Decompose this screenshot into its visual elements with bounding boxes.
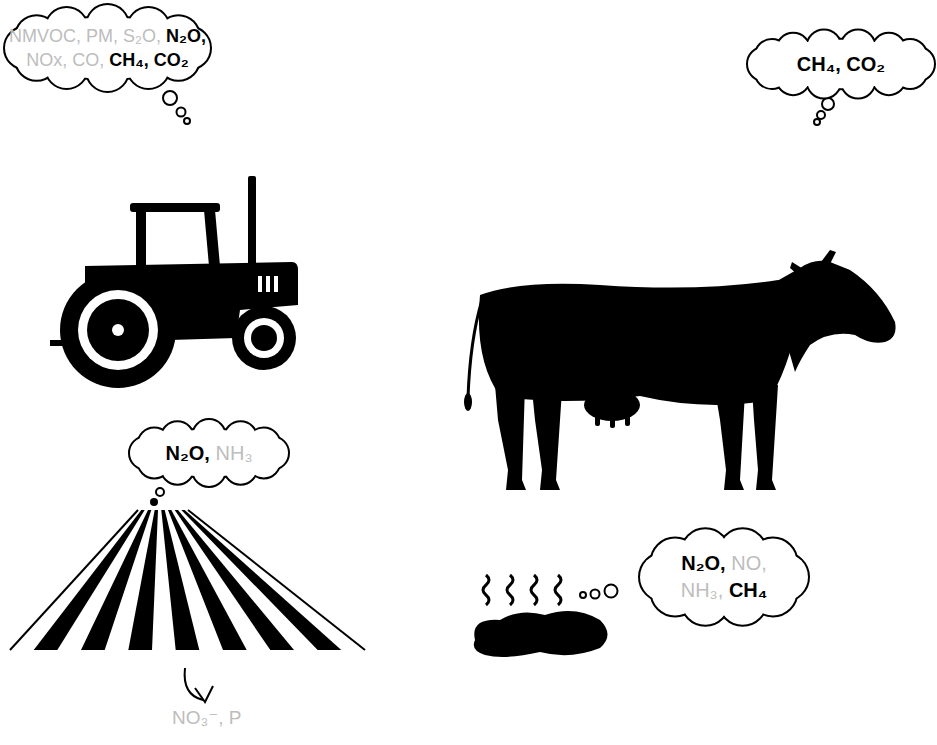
text-line: CH₄,CO₂ bbox=[797, 51, 885, 78]
text-line: NOx,CO,CH₄,CO₂ bbox=[26, 48, 189, 72]
emission-label: N₂O, bbox=[166, 24, 206, 48]
text-line: N₂O, NH₃ bbox=[165, 440, 252, 467]
emission-label: S₂O, bbox=[123, 24, 161, 48]
emission-label: CO₂ bbox=[154, 48, 189, 72]
emission-label: NO, bbox=[731, 550, 767, 577]
thought-bubbles bbox=[163, 91, 190, 124]
cloud-outline bbox=[748, 30, 934, 98]
thought-cloud: NMVOC,PM,S₂O,N₂O,NOx,CO,CH₄,CO₂ bbox=[5, 5, 210, 91]
emission-label: CO₂ bbox=[846, 51, 885, 78]
cow-icon bbox=[464, 250, 896, 490]
emission-label: N₂O, bbox=[165, 440, 209, 467]
tractor-icon bbox=[50, 176, 298, 388]
thought-cloud: CH₄,CO₂ bbox=[748, 30, 934, 98]
thought-cloud: N₂O, NH₃ bbox=[130, 420, 288, 486]
field-rows bbox=[10, 510, 365, 650]
thought-bubbles bbox=[150, 488, 164, 506]
emission-label: PM, bbox=[86, 24, 118, 48]
thought-bubbles bbox=[814, 98, 834, 125]
emission-label: CH₄ bbox=[729, 577, 767, 604]
emission-label: CO, bbox=[72, 48, 104, 72]
leaching-arrow bbox=[185, 668, 213, 702]
emission-label: NH₃ bbox=[216, 440, 253, 467]
emission-label: NMVOC, bbox=[9, 24, 81, 48]
emission-label: NH₃, bbox=[681, 577, 724, 604]
emission-label: CH₄, bbox=[797, 51, 841, 78]
emission-label: NOx, bbox=[26, 48, 67, 72]
cloud-outline bbox=[640, 528, 808, 626]
manure-icon bbox=[474, 575, 608, 657]
thought-cloud: N₂O,NO,NH₃,CH₄ bbox=[640, 528, 808, 626]
emission-label: CH₄, bbox=[109, 48, 149, 72]
thought-bubbles bbox=[580, 585, 618, 599]
emission-label: N₂O, bbox=[681, 550, 725, 577]
leaching-label: NO₃⁻, P bbox=[172, 706, 242, 729]
text-line: N₂O,NO, bbox=[681, 550, 767, 577]
text-line: NMVOC,PM,S₂O,N₂O, bbox=[9, 24, 206, 48]
cloud-outline bbox=[5, 5, 210, 91]
text-line: NH₃,CH₄ bbox=[681, 577, 768, 604]
